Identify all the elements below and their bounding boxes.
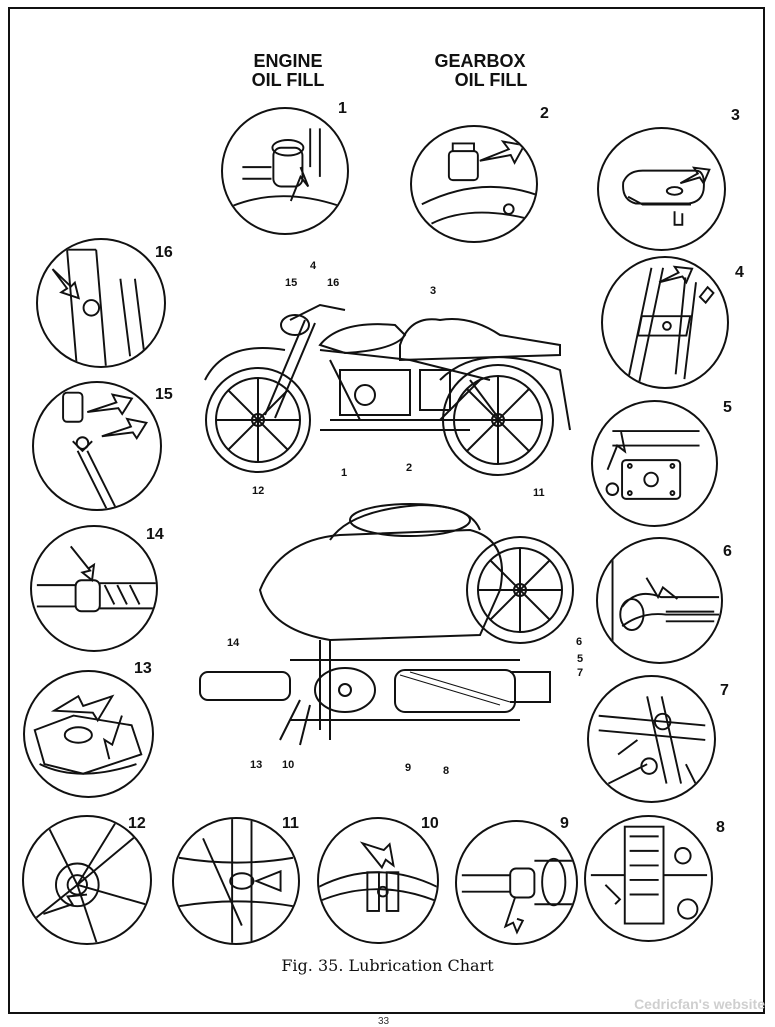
top-label-5: 5: [577, 653, 584, 665]
side-label-3: 3: [430, 285, 437, 297]
side-label-11: 11: [533, 487, 545, 499]
engine-heading-line2: OIL FILL: [251, 70, 325, 90]
gearbox-heading-line2: OIL FILL: [454, 70, 528, 90]
side-label-12: 12: [252, 485, 265, 497]
top-label-10: 10: [282, 759, 295, 771]
detail-number-6: 6: [723, 543, 732, 560]
detail-circle-15: [32, 381, 162, 511]
engine-heading-line1: ENGINE: [253, 51, 323, 71]
page-border: [8, 7, 765, 1014]
detail-number-1: 1: [338, 100, 347, 117]
detail-circle-11: [172, 817, 300, 945]
top-view-motorcycle: [199, 503, 574, 746]
watermark: Cedricfan's website: [634, 996, 765, 1012]
top-label-14: 14: [227, 637, 240, 649]
detail-number-7: 7: [720, 682, 729, 699]
page-number: 33: [378, 1016, 390, 1027]
detail-circle-1: [221, 107, 349, 235]
engine-oil-fill-heading: ENGINE OIL FILL: [238, 52, 338, 90]
detail-circle-8: [584, 815, 713, 942]
detail-number-4: 4: [735, 264, 744, 281]
detail-circle-9: [455, 820, 578, 945]
top-label-13: 13: [250, 759, 263, 771]
detail-number-9: 9: [560, 815, 569, 832]
detail-number-15: 15: [155, 386, 173, 403]
side-label-15: 15: [285, 277, 298, 289]
detail-number-11: 11: [282, 815, 299, 832]
top-label-8: 8: [443, 765, 450, 777]
detail-number-10: 10: [421, 815, 439, 832]
detail-circle-4: [601, 256, 729, 389]
gearbox-oil-fill-heading: GEARBOX OIL FILL: [415, 52, 545, 90]
detail-number-3: 3: [731, 107, 740, 124]
detail-number-8: 8: [716, 819, 725, 836]
detail-circle-13: [23, 670, 154, 798]
detail-circle-5: [591, 400, 718, 527]
gearbox-heading-line1: GEARBOX: [434, 51, 526, 71]
detail-circle-2: [410, 125, 538, 243]
detail-circle-16: [36, 238, 166, 368]
side-view-motorcycle: [204, 303, 571, 476]
detail-number-5: 5: [723, 399, 732, 416]
side-label-16: 16: [327, 277, 340, 289]
detail-number-16: 16: [155, 244, 173, 261]
detail-circle-6: [596, 537, 723, 664]
side-label-2: 2: [406, 462, 413, 474]
top-label-7: 7: [577, 667, 584, 679]
detail-circle-12: [22, 815, 152, 945]
top-label-9: 9: [405, 762, 412, 774]
detail-circle-3: [597, 127, 726, 251]
detail-number-13: 13: [134, 660, 152, 677]
figure-caption: Fig. 35. Lubrication Chart: [281, 956, 494, 975]
detail-circle-7: [587, 675, 716, 803]
detail-number-2: 2: [540, 105, 549, 122]
detail-circle-10: [317, 817, 439, 944]
detail-circle-14: [30, 525, 158, 652]
top-label-6: 6: [576, 636, 583, 648]
detail-number-14: 14: [146, 526, 164, 543]
side-label-4: 4: [310, 260, 317, 272]
side-label-1: 1: [341, 467, 348, 479]
detail-number-12: 12: [128, 815, 146, 832]
